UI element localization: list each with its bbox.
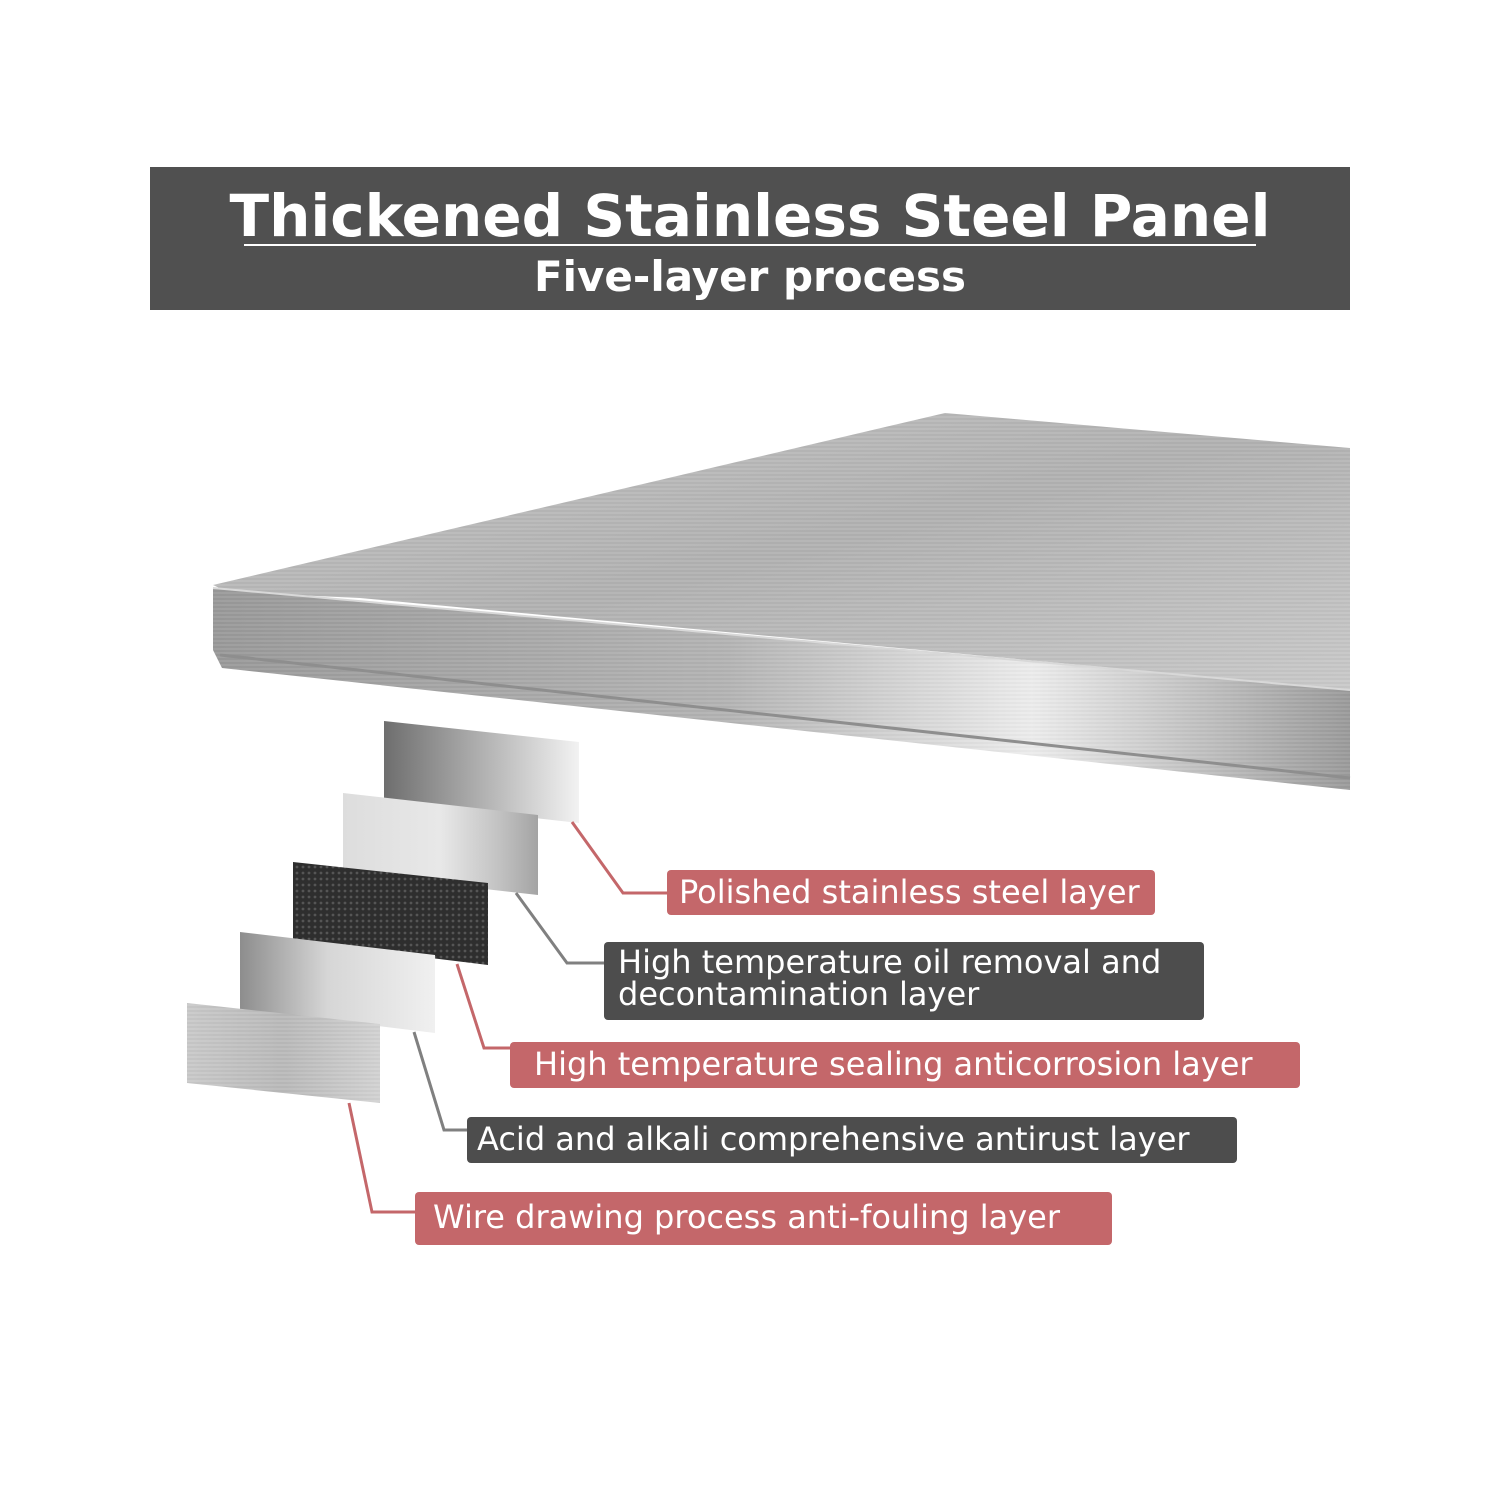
layer-label-antirust: Acid and alkali comprehensive antirust l… bbox=[467, 1117, 1237, 1163]
layer-label-sealing: High temperature sealing anticorrosion l… bbox=[510, 1042, 1300, 1088]
leader-line-5 bbox=[347, 1102, 415, 1214]
page-title: Thickened Stainless Steel Panel bbox=[229, 182, 1271, 250]
title-divider bbox=[244, 244, 1256, 246]
leader-line-1 bbox=[570, 821, 667, 895]
layer-label-polished: Polished stainless steel layer bbox=[667, 870, 1155, 915]
leader-line-4 bbox=[412, 1031, 467, 1132]
leader-line-3 bbox=[455, 963, 510, 1050]
header-banner: Thickened Stainless Steel Panel Five-lay… bbox=[150, 167, 1350, 310]
layer-label-anti-fouling: Wire drawing process anti-fouling layer bbox=[415, 1192, 1112, 1245]
layer-swatch-2 bbox=[343, 793, 538, 895]
layer-swatch-4 bbox=[240, 932, 435, 1033]
steel-panel bbox=[212, 413, 1351, 790]
leader-line-2 bbox=[514, 892, 604, 965]
layer-label-oil-removal: High temperature oil removal and deconta… bbox=[604, 942, 1204, 1020]
layer-swatch-3 bbox=[293, 862, 488, 965]
layer-swatch-1 bbox=[384, 721, 579, 823]
page-subtitle: Five-layer process bbox=[533, 252, 967, 301]
